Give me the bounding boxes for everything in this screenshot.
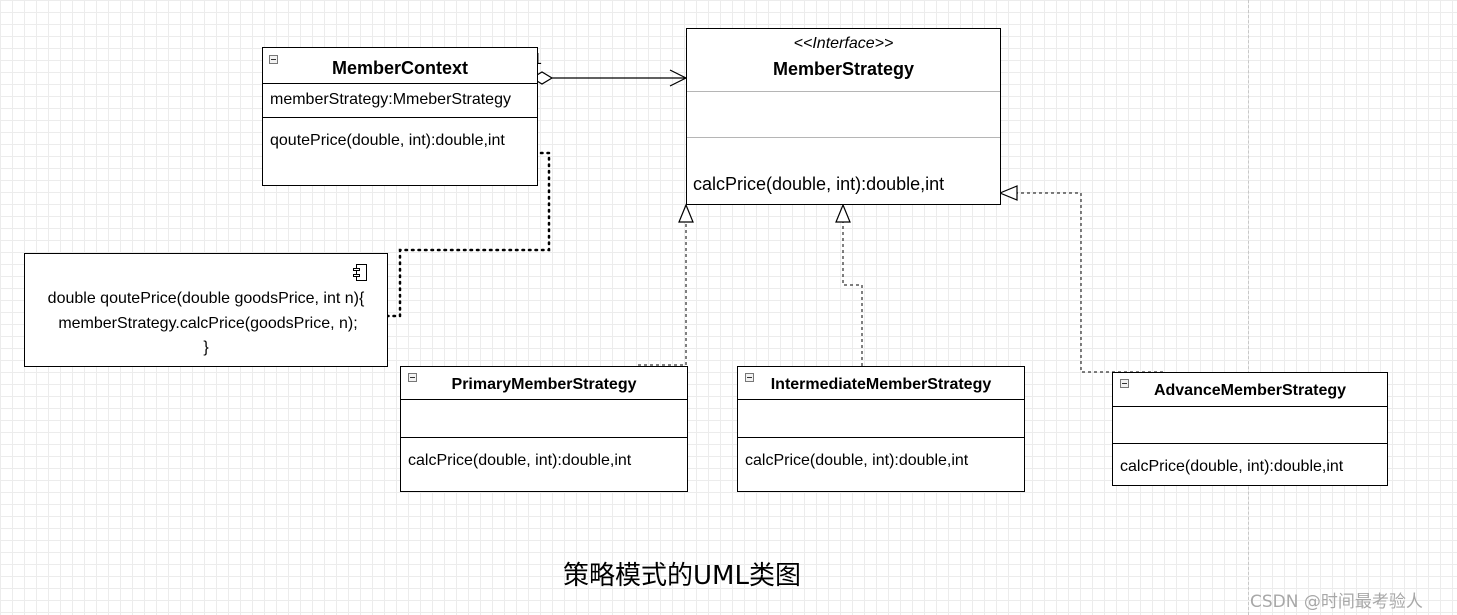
separator-compartment <box>687 137 1000 138</box>
collapse-icon[interactable] <box>1120 379 1129 388</box>
class-operation: qoutePrice(double, int):double,int <box>270 132 505 149</box>
intermediate-realization <box>835 203 863 366</box>
class-operation: calcPrice(double, int):double,int <box>745 452 969 469</box>
operations-compartment <box>263 117 537 118</box>
attributes-compartment <box>687 91 1000 92</box>
class-name: AdvanceMemberStrategy <box>1153 382 1347 399</box>
note-line: memberStrategy.calcPrice(goodsPrice, n); <box>58 315 358 332</box>
page-divider <box>1248 0 1249 615</box>
collapse-icon[interactable] <box>408 373 417 382</box>
attributes-compartment <box>263 83 537 84</box>
class-attribute: memberStrategy:MmeberStrategy <box>270 91 511 108</box>
class-operation: calcPrice(double, int):double,int <box>1120 458 1344 475</box>
advance-member-strategy-class[interactable]: AdvanceMemberStrategy calcPrice(double, … <box>1112 372 1388 486</box>
intermediate-member-strategy-class[interactable]: IntermediateMemberStrategy calcPrice(dou… <box>737 366 1025 492</box>
note-line: double qoutePrice(double goodsPrice, int… <box>47 290 365 307</box>
operations-compartment <box>738 437 1024 438</box>
interface-name: MemberStrategy <box>772 59 915 79</box>
class-name: IntermediateMemberStrategy <box>770 376 992 393</box>
diagram-caption: 策略模式的UML类图 <box>563 561 801 591</box>
code-note[interactable]: double qoutePrice(double goodsPrice, int… <box>24 253 388 367</box>
interface-stereotype: <<Interface>> <box>793 35 894 52</box>
member-context-class[interactable]: MemberContext memberStrategy:MmeberStrat… <box>262 47 538 186</box>
note-link <box>386 151 551 318</box>
advance-realization <box>998 185 1163 373</box>
operations-compartment <box>1113 443 1387 444</box>
interface-operation: calcPrice(double, int):double,int <box>693 174 945 194</box>
collapse-icon[interactable] <box>745 373 754 382</box>
note-line: } <box>203 339 209 356</box>
operations-compartment <box>401 437 687 438</box>
watermark: CSDN @时间最考验人 <box>1250 592 1423 612</box>
component-icon <box>353 264 367 281</box>
attributes-compartment <box>1113 406 1387 407</box>
attributes-compartment <box>401 399 687 400</box>
primary-member-strategy-class[interactable]: PrimaryMemberStrategy calcPrice(double, … <box>400 366 688 492</box>
class-name: PrimaryMemberStrategy <box>451 376 637 393</box>
member-strategy-interface[interactable]: <<Interface>> MemberStrategy calcPrice(d… <box>686 28 1001 205</box>
class-operation: calcPrice(double, int):double,int <box>408 452 632 469</box>
attributes-compartment <box>738 399 1024 400</box>
class-name: MemberContext <box>331 58 469 78</box>
aggregation-connector <box>530 69 688 87</box>
primary-realization <box>638 203 694 366</box>
collapse-icon[interactable] <box>269 55 278 64</box>
